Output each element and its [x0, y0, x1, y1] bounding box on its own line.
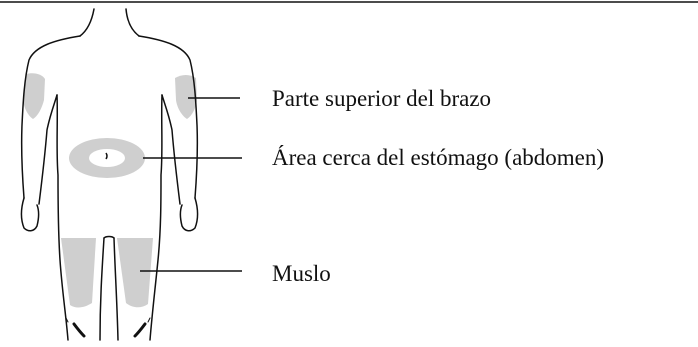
injection-areas: [23, 73, 197, 308]
thigh-area-right: [117, 238, 153, 308]
body-outline: [20, 8, 199, 341]
upper-arm-area-right: [175, 75, 197, 119]
thigh-area-left: [61, 238, 96, 308]
label-thigh: Muslo: [272, 261, 331, 286]
upper-arm-area-left: [23, 73, 45, 119]
label-upper-arm: Parte superior del brazo: [272, 86, 492, 111]
navel: [105, 152, 108, 160]
label-abdomen: Área cerca del estómago (abdomen): [272, 145, 605, 170]
